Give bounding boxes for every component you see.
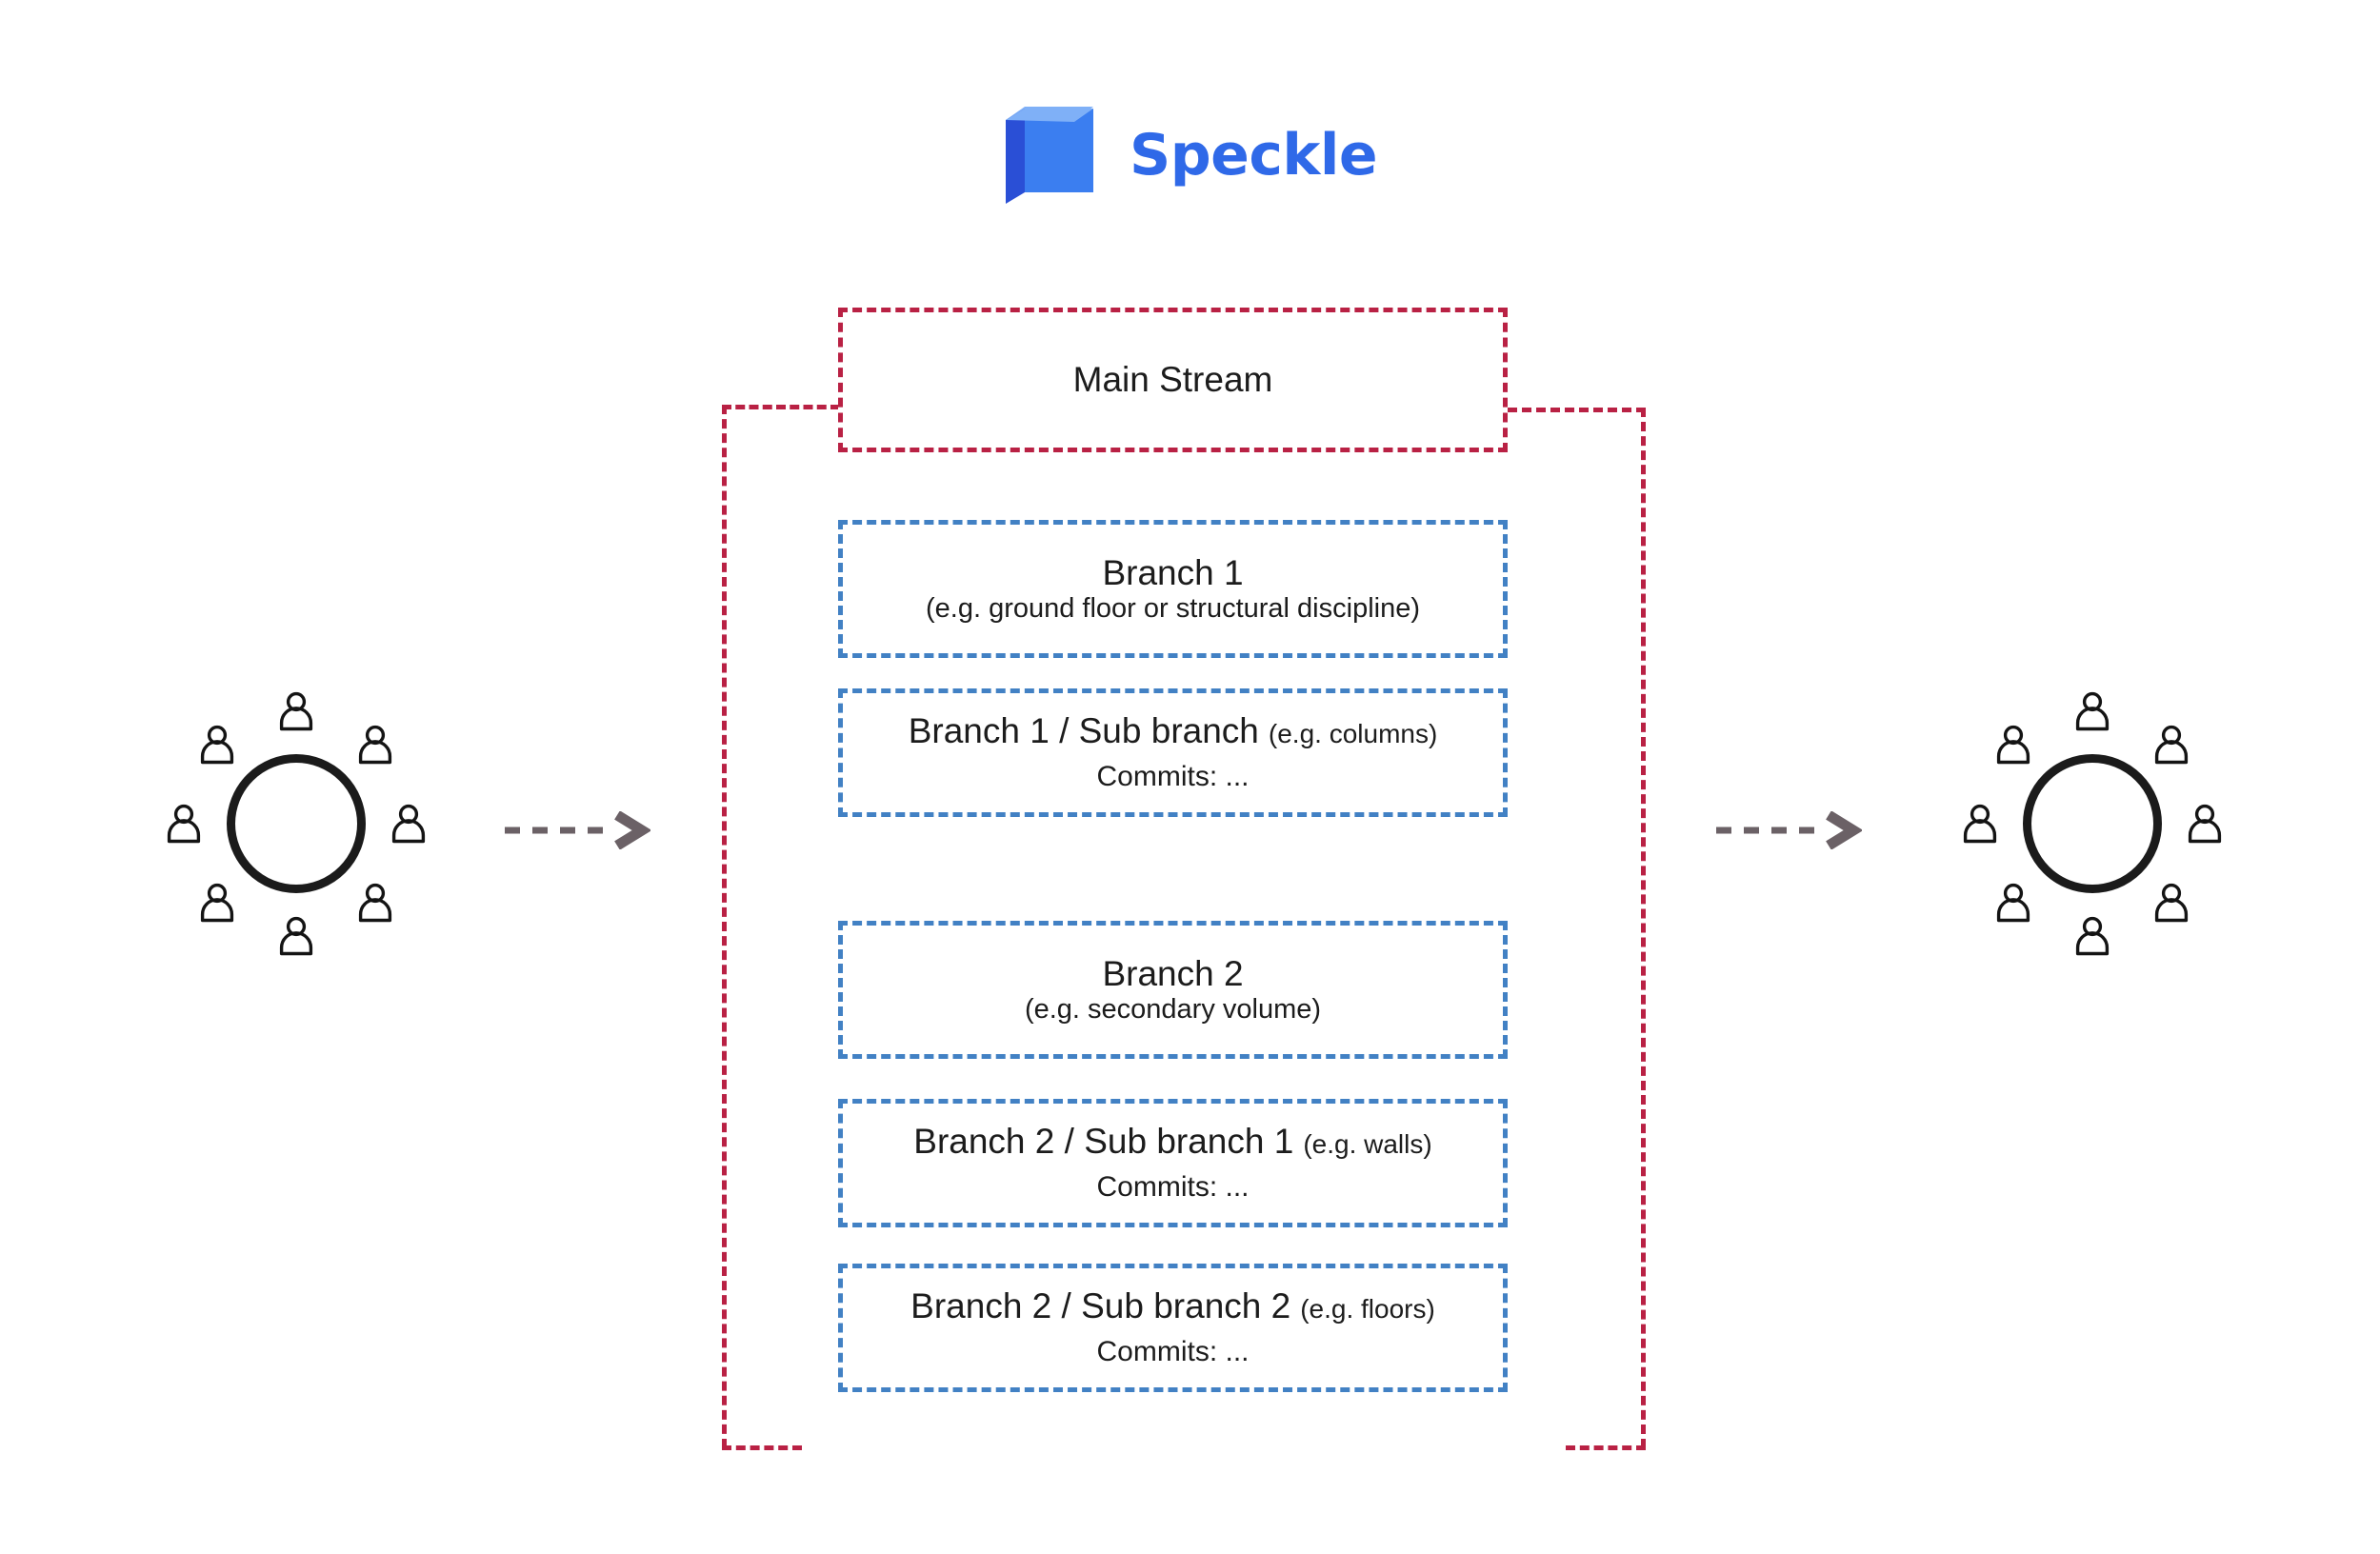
main-stream-box[interactable]: Main Stream	[838, 308, 1508, 452]
branch-2-sub-branch-2-heading: Branch 2 / Sub branch 2 (e.g. floors)	[910, 1286, 1435, 1325]
person-icon	[1991, 881, 2035, 925]
person-icon	[2150, 881, 2193, 925]
speckle-brand: Speckle	[1004, 105, 1378, 206]
branch-2-sub-branch-1-box[interactable]: Branch 2 / Sub branch 1 (e.g. walls) Com…	[838, 1099, 1508, 1227]
speckle-wordmark: Speckle	[1130, 122, 1378, 189]
branch-1-box[interactable]: Branch 1 (e.g. ground floor or structura…	[838, 520, 1508, 658]
left-cluster-ring	[227, 754, 366, 893]
branch-1-sub-branch-title: Branch 1 / Sub branch	[908, 710, 1259, 750]
person-icon	[2070, 689, 2114, 733]
stream-connector-right-top	[1508, 408, 1646, 412]
person-icon	[274, 914, 318, 958]
stream-connector-right-vertical	[1641, 408, 1646, 1448]
branch-2-box[interactable]: Branch 2 (e.g. secondary volume)	[838, 921, 1508, 1059]
stream-connector-left-vertical	[722, 405, 727, 1448]
branch-2-sub-branch-2-box[interactable]: Branch 2 / Sub branch 2 (e.g. floors) Co…	[838, 1264, 1508, 1392]
person-icon	[353, 723, 397, 767]
person-icon	[162, 802, 206, 846]
branch-1-sub-branch-commits: Commits: ...	[1096, 761, 1250, 793]
person-icon	[1958, 802, 2002, 846]
arrow-receive-icon	[1714, 810, 1864, 850]
branch-1-sub-branch-note: (e.g. columns)	[1268, 718, 1438, 748]
branch-2-sub-branch-1-note: (e.g. walls)	[1303, 1128, 1432, 1159]
person-icon	[195, 723, 239, 767]
branch-1-note: (e.g. ground floor or structural discipl…	[925, 593, 1420, 625]
branch-1-sub-branch-heading: Branch 1 / Sub branch (e.g. columns)	[909, 711, 1438, 750]
stream-connector-left-top	[722, 405, 840, 409]
stream-connector-right-bottom	[1566, 1445, 1646, 1450]
person-icon	[2183, 802, 2227, 846]
right-collaborators-cluster	[1954, 686, 2230, 962]
main-stream-label: Main Stream	[1072, 360, 1273, 400]
person-icon	[274, 689, 318, 733]
person-icon	[387, 802, 430, 846]
right-cluster-ring	[2023, 754, 2162, 893]
person-icon	[2150, 723, 2193, 767]
person-icon	[195, 881, 239, 925]
left-collaborators-cluster	[158, 686, 434, 962]
branch-2-sub-branch-1-commits: Commits: ...	[1096, 1171, 1250, 1204]
branch-2-sub-branch-1-heading: Branch 2 / Sub branch 1 (e.g. walls)	[913, 1122, 1431, 1161]
person-icon	[2070, 914, 2114, 958]
branch-2-sub-branch-2-commits: Commits: ...	[1096, 1336, 1250, 1368]
arrow-send-icon	[503, 810, 652, 850]
person-icon	[1991, 723, 2035, 767]
stream-connector-left-bottom	[722, 1445, 802, 1450]
person-icon	[353, 881, 397, 925]
branch-1-title: Branch 1	[1102, 552, 1244, 592]
branch-2-sub-branch-1-title: Branch 2 / Sub branch 1	[913, 1121, 1294, 1161]
branch-2-note: (e.g. secondary volume)	[1024, 994, 1322, 1026]
speckle-cube-icon	[1004, 105, 1095, 206]
branch-2-sub-branch-2-title: Branch 2 / Sub branch 2	[910, 1285, 1291, 1325]
branch-2-sub-branch-2-note: (e.g. floors)	[1300, 1293, 1435, 1324]
branch-1-sub-branch-box[interactable]: Branch 1 / Sub branch (e.g. columns) Com…	[838, 688, 1508, 817]
branch-2-title: Branch 2	[1102, 953, 1244, 993]
